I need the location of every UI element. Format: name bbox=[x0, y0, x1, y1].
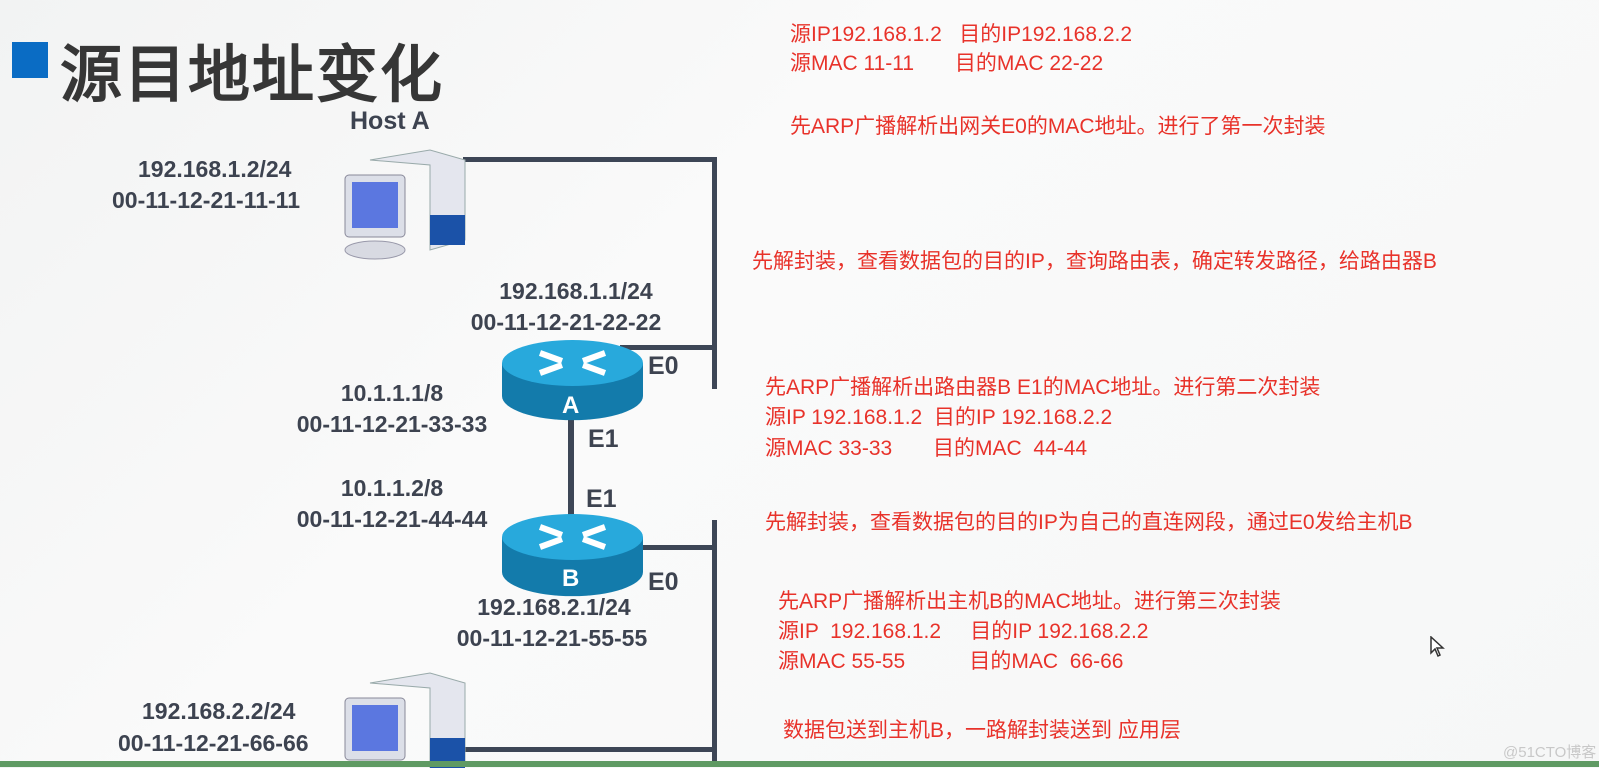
title-bullet bbox=[12, 42, 48, 78]
wire-hostb-switch bbox=[463, 747, 715, 752]
note-router-a-decap: 先解封装，查看数据包的目的IP，查询路由表，确定转发路径，给路由器B bbox=[752, 250, 1437, 273]
bottom-bar bbox=[0, 761, 1599, 767]
segment-a-bus bbox=[712, 157, 717, 389]
note-step2-ip: 源IP 192.168.1.2 目的IP 192.168.2.2 bbox=[765, 406, 1113, 429]
segment-b-bus bbox=[712, 520, 717, 767]
page-title: 源目地址变化 bbox=[60, 41, 445, 110]
router-b-e1-label: E1 bbox=[586, 485, 617, 513]
note-router-b-decap: 先解封装，查看数据包的目的IP为自己的直连网段，通过E0发给主机B bbox=[765, 511, 1413, 534]
router-b-icon bbox=[502, 514, 643, 597]
note-delivered: 数据包送到主机B，一路解封装送到 应用层 bbox=[783, 719, 1181, 742]
router-b-name: B bbox=[562, 565, 580, 592]
note-step1-mac: 源MAC 11-11 目的MAC 22-22 bbox=[790, 52, 1104, 75]
router-b-e0-label: E0 bbox=[648, 568, 679, 596]
router-a-e0-mac: 00-11-12-21-22-22 bbox=[470, 309, 662, 335]
note-step2-mac: 源MAC 33-33 目的MAC 44-44 bbox=[765, 437, 1088, 460]
mouse-cursor-icon bbox=[1430, 636, 1445, 658]
router-a-name: A bbox=[562, 392, 580, 419]
watermark: @51CTO博客 bbox=[1503, 744, 1597, 761]
note-step3-arp: 先ARP广播解析出主机B的MAC地址。进行第三次封装 bbox=[778, 590, 1281, 613]
router-b-e0-mac: 00-11-12-21-55-55 bbox=[456, 625, 648, 651]
wire-routera-routerb bbox=[568, 420, 574, 520]
note-step2-arp: 先ARP广播解析出路由器B E1的MAC地址。进行第二次封装 bbox=[765, 376, 1321, 399]
router-a-e0-label: E0 bbox=[648, 352, 679, 380]
host-a-ip: 192.168.1.2/24 bbox=[138, 156, 292, 182]
wire-hosta-switch bbox=[463, 157, 715, 162]
router-b-e1-ip: 10.1.1.2/8 bbox=[340, 475, 444, 501]
router-a-e0-ip: 192.168.1.1/24 bbox=[499, 278, 653, 304]
host-b-mac: 00-11-12-21-66-66 bbox=[118, 730, 309, 756]
computer-icon bbox=[344, 672, 466, 768]
note-step1-ip: 源IP192.168.1.2 目的IP192.168.2.2 bbox=[790, 23, 1133, 46]
wire-routerb-e0 bbox=[640, 545, 715, 550]
host-a-name: Host A bbox=[350, 107, 430, 135]
router-a-e1-mac: 00-11-12-21-33-33 bbox=[296, 411, 488, 437]
computer-icon bbox=[344, 149, 466, 260]
note-step3-mac: 源MAC 55-55 目的MAC 66-66 bbox=[778, 650, 1124, 673]
router-b-e0-ip: 192.168.2.1/24 bbox=[477, 594, 631, 620]
router-a-e1-ip: 10.1.1.1/8 bbox=[340, 380, 444, 406]
wire-routera-e0 bbox=[620, 345, 715, 350]
router-a-icon bbox=[502, 340, 643, 421]
host-a-mac: 00-11-12-21-11-11 bbox=[112, 187, 300, 213]
router-a-e1-label: E1 bbox=[588, 425, 619, 453]
note-step3-ip: 源IP 192.168.1.2 目的IP 192.168.2.2 bbox=[778, 620, 1149, 643]
note-step1-arp: 先ARP广播解析出网关E0的MAC地址。进行了第一次封装 bbox=[790, 115, 1326, 138]
router-b-e1-mac: 00-11-12-21-44-44 bbox=[296, 506, 488, 532]
host-b-ip: 192.168.2.2/24 bbox=[142, 698, 296, 724]
